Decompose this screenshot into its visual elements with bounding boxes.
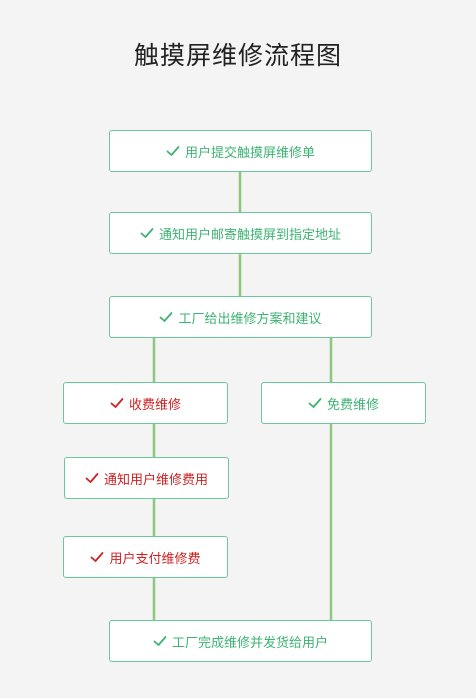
node-label: 工厂给出维修方案和建议 (178, 311, 322, 327)
node-free-repair: 免费维修 (261, 382, 426, 424)
node-label: 免费维修 (326, 397, 379, 413)
node-notify-ship: 通知用户邮寄触摸屏到指定地址 (109, 212, 372, 254)
check-icon (85, 473, 99, 483)
node-label: 用户支付维修费 (109, 551, 201, 567)
check-icon (166, 146, 180, 156)
check-icon (153, 636, 167, 646)
check-icon (308, 398, 322, 408)
node-label: 收费维修 (128, 397, 181, 413)
node-paid-repair: 收费维修 (63, 382, 228, 424)
diagram-title: 触摸屏维修流程图 (133, 41, 342, 70)
node-complete-ship: 工厂完成维修并发货给用户 (109, 620, 372, 662)
node-label: 用户提交触摸屏维修单 (184, 145, 315, 161)
node-repair-plan: 工厂给出维修方案和建议 (109, 296, 372, 338)
check-icon (160, 312, 173, 322)
node-submit-order: 用户提交触摸屏维修单 (109, 130, 372, 172)
node-notify-fee: 通知用户维修费用 (64, 457, 229, 499)
node-label: 通知用户维修费用 (103, 472, 208, 488)
node-label: 工厂完成维修并发货给用户 (171, 635, 328, 651)
check-icon (110, 398, 124, 408)
node-label: 通知用户邮寄触摸屏到指定地址 (158, 227, 341, 243)
node-pay-fee: 用户支付维修费 (63, 536, 228, 578)
check-icon (91, 552, 104, 562)
check-icon (140, 228, 154, 238)
